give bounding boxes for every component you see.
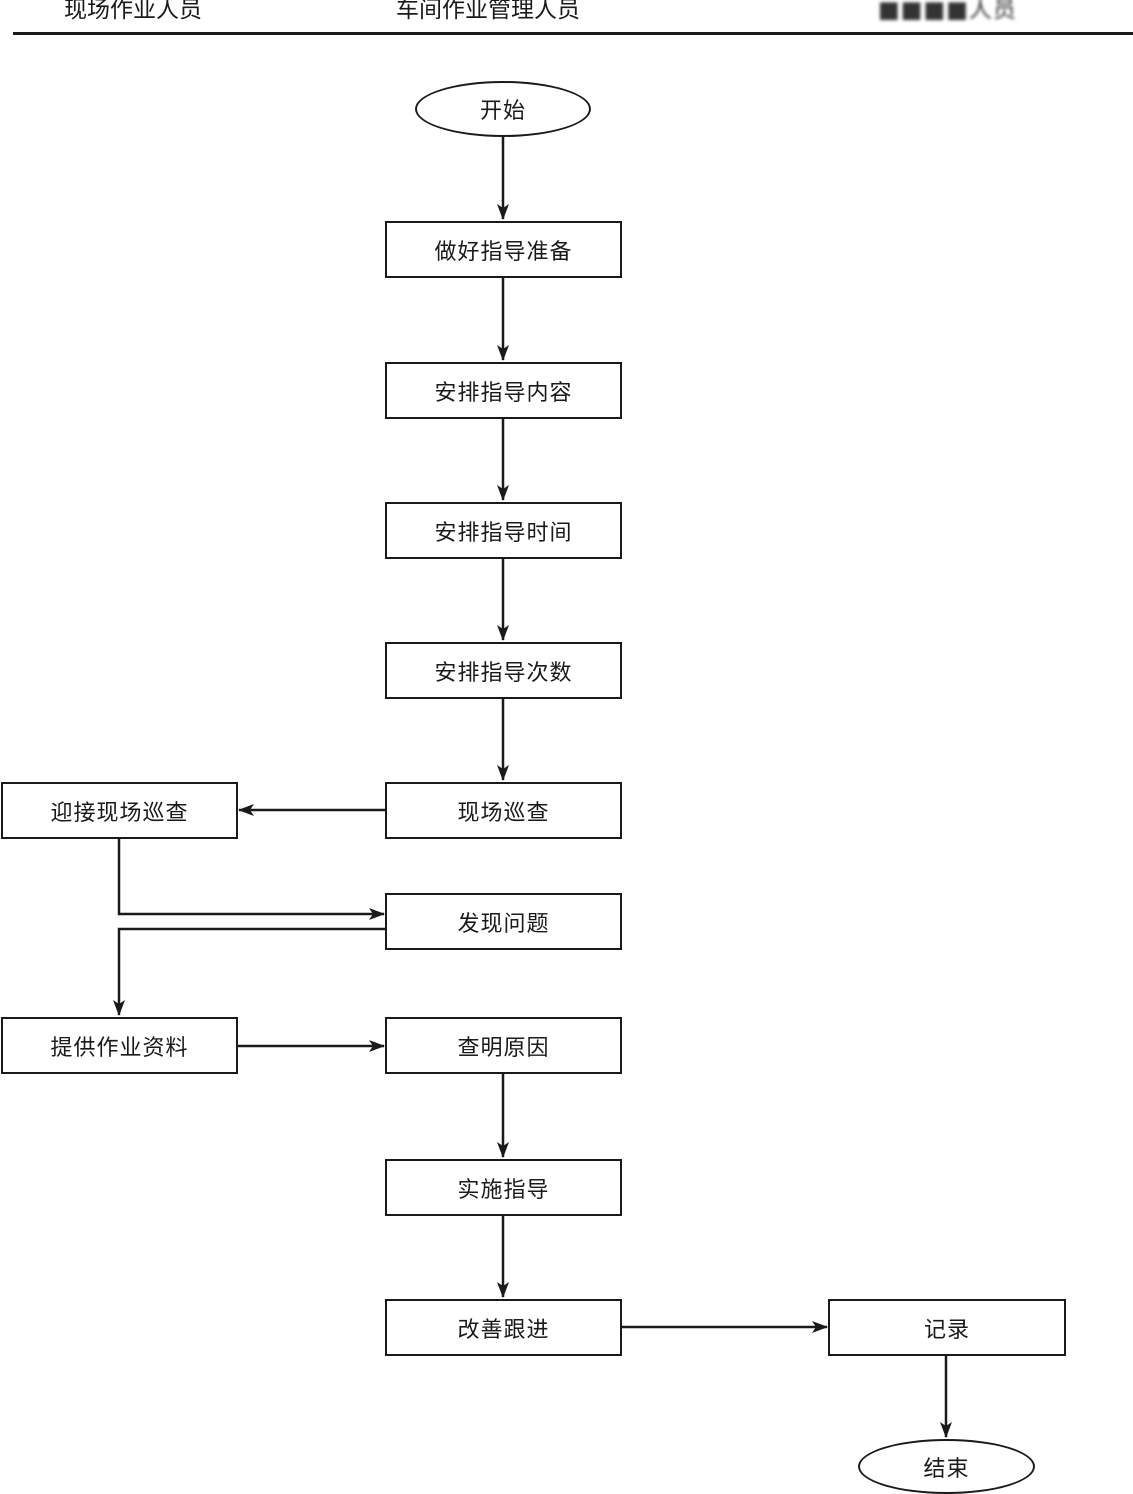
lane-header-workshop-managers: 车间作业管理人员 [396,0,580,23]
start-node: 开始 [415,81,591,137]
arrow-receive-to-problem [117,838,385,920]
step-arrange-content: 安排指导内容 [385,362,622,419]
step-arrange-time: 安排指导时间 [385,502,622,559]
step-arrange-count: 安排指导次数 [385,642,622,699]
lane-header-field-staff: 现场作业人员 [64,0,202,23]
arrow-problem-to-docs [113,927,385,1016]
step-record: 记录 [828,1299,1066,1356]
step-prepare: 做好指导准备 [385,221,622,278]
header-divider [13,32,1133,35]
step-improve: 改善跟进 [385,1299,622,1356]
step-implement: 实施指导 [385,1159,622,1216]
step-site-patrol: 现场巡查 [385,782,622,839]
step-provide-docs: 提供作业资料 [1,1017,238,1074]
step-receive-patrol: 迎接现场巡查 [1,782,238,839]
lane-header-dept-staff: ■■■■人员 [878,0,1017,23]
step-find-problem: 发现问题 [385,893,622,950]
step-find-cause: 查明原因 [385,1017,622,1074]
end-node: 结束 [858,1439,1035,1494]
